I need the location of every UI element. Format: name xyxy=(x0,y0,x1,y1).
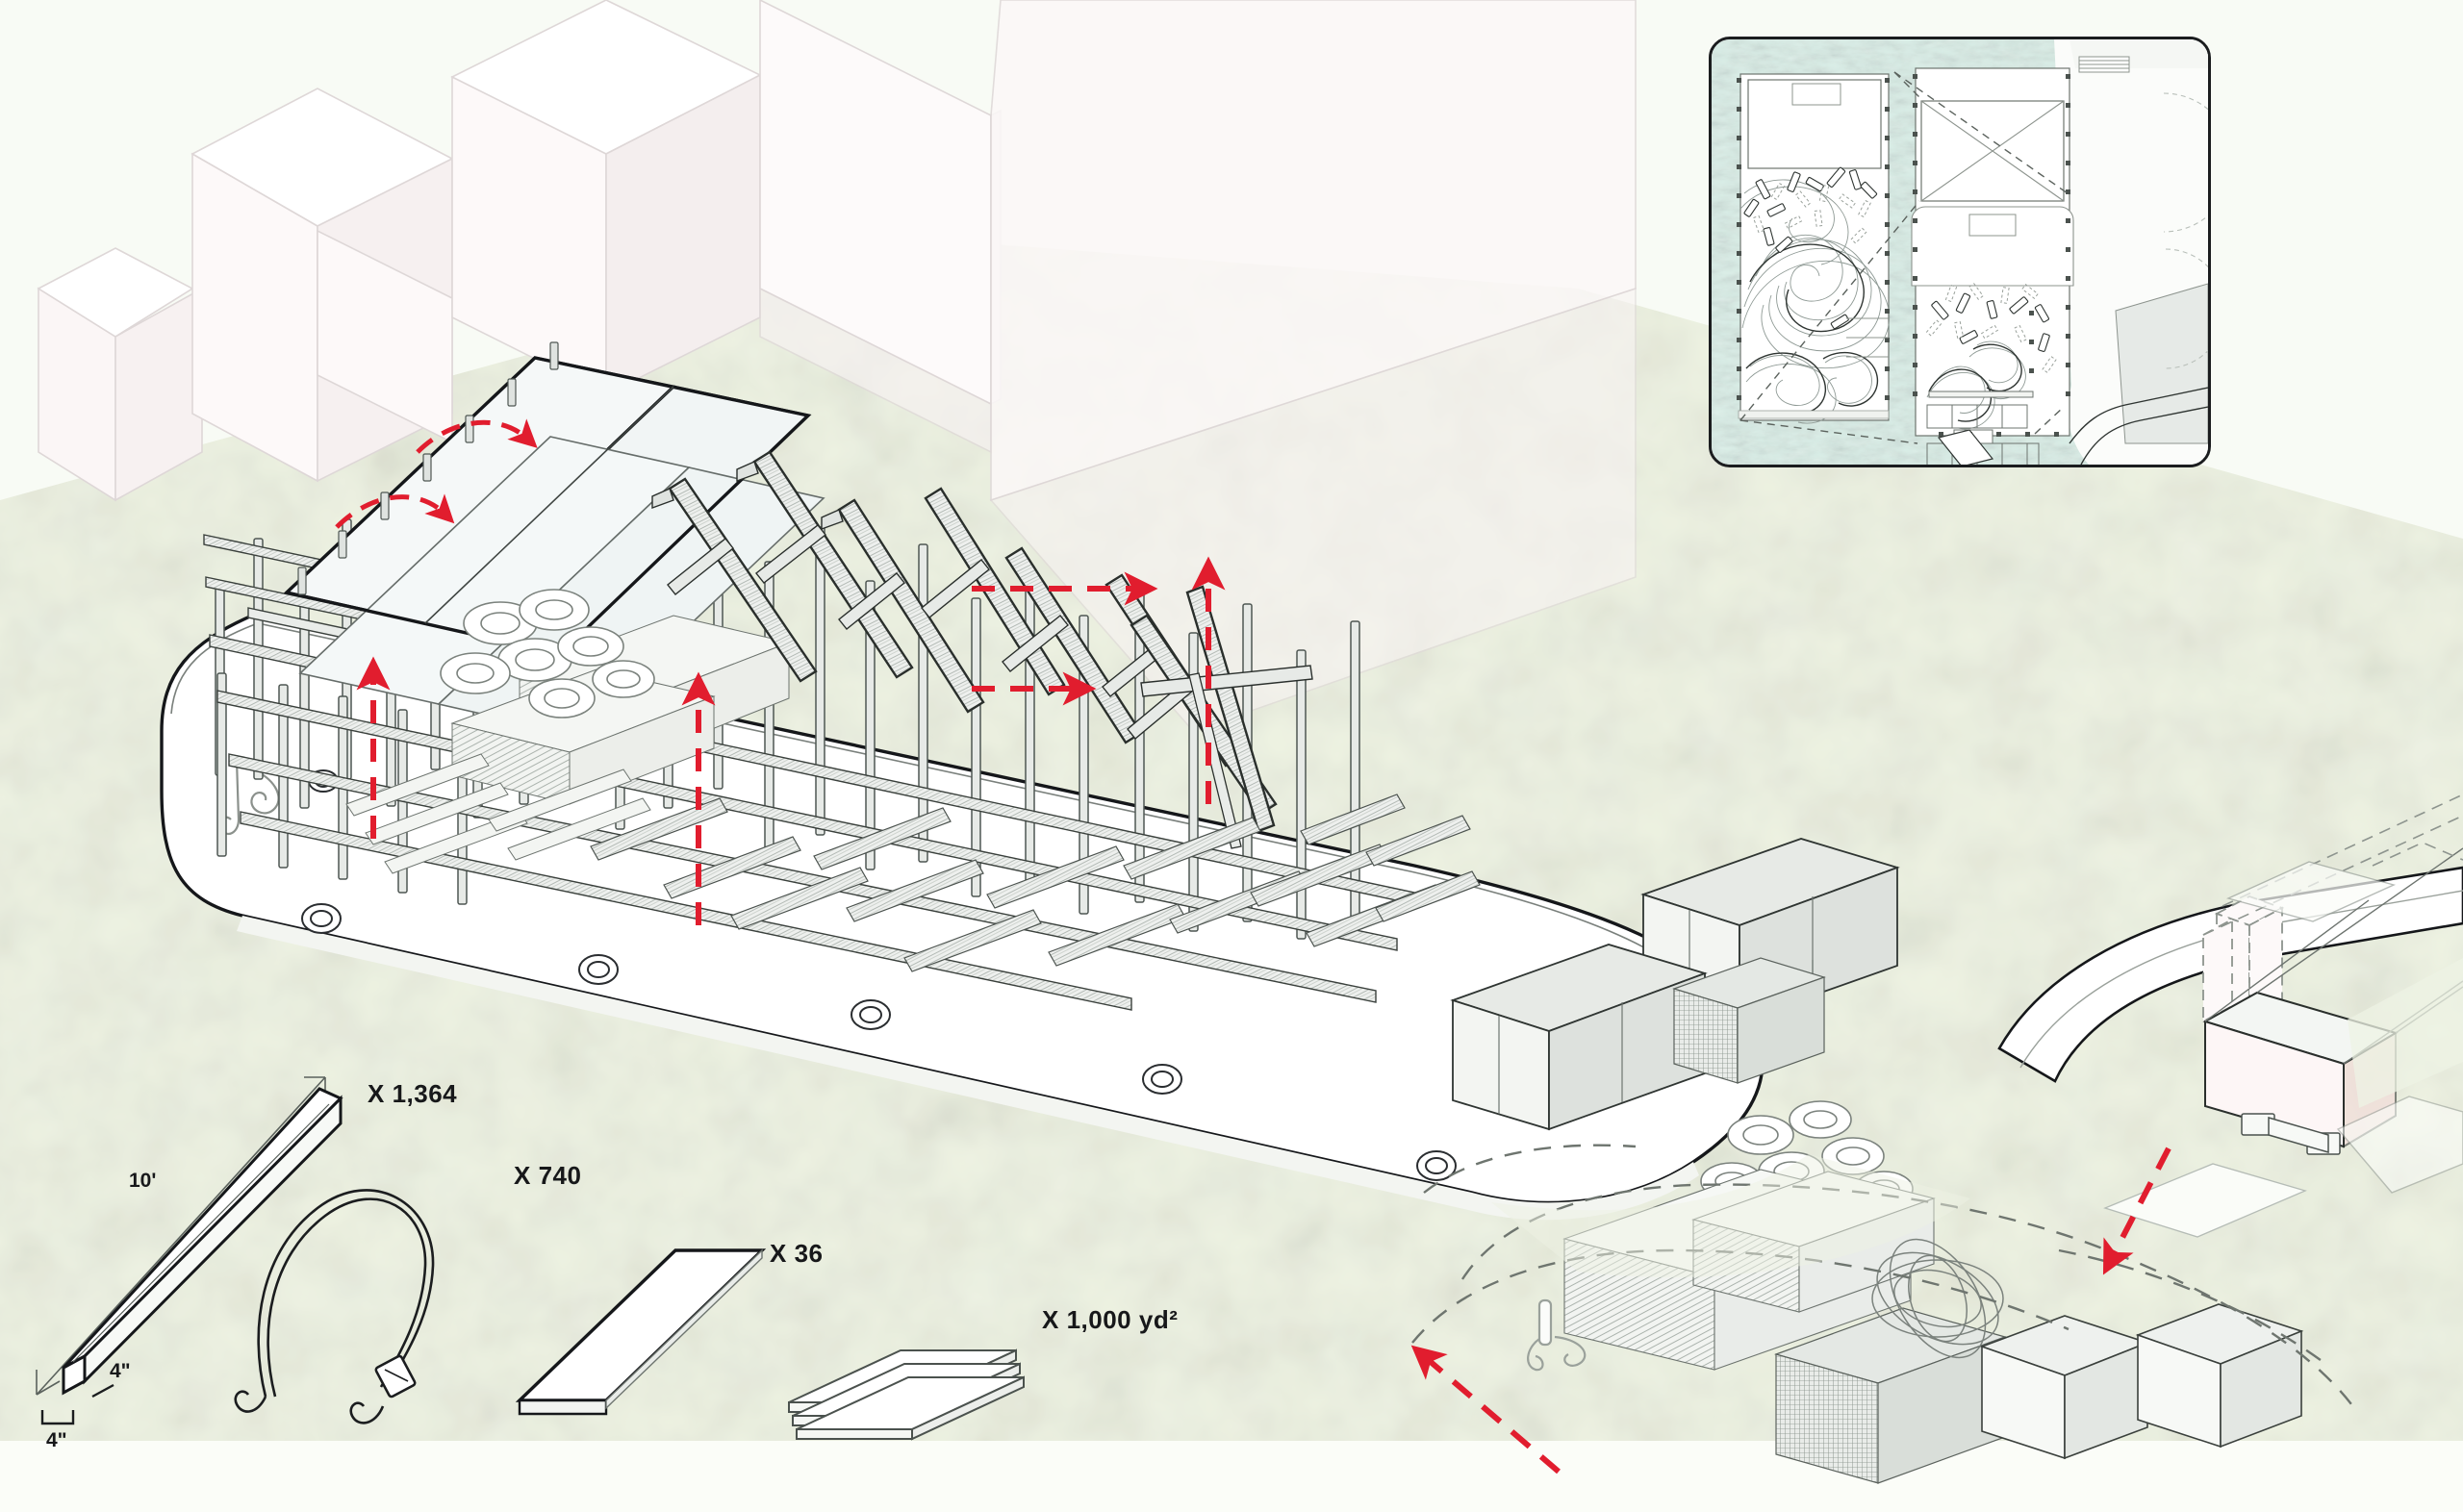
crate-unit-b xyxy=(2135,1303,2304,1449)
crate-unit-a xyxy=(1979,1315,2150,1460)
cable-coil-quay xyxy=(1871,1238,2004,1359)
deck-plank-fan xyxy=(345,753,651,874)
plan-barge-left xyxy=(1737,73,1891,424)
rope-coil-cluster-deck xyxy=(440,589,655,718)
legend-timber-member xyxy=(36,1076,343,1425)
delivery-truck xyxy=(2202,794,2463,1155)
legend-bungee-count: X 740 xyxy=(514,1161,582,1190)
motion-arrow-layer xyxy=(335,418,2171,1474)
site-plan-canvas xyxy=(1712,39,2208,465)
legend-fabric-count: X 1,000 yd² xyxy=(1042,1305,1179,1334)
site-plan-inset xyxy=(1709,37,2211,467)
timber-bundle-deck xyxy=(1672,957,1826,1084)
canopy-unfold-right-arrow xyxy=(416,418,538,454)
barge-shadow xyxy=(1491,1154,1970,1278)
legend-timber-count: X 1,364 xyxy=(368,1079,458,1108)
legend-timber-length: 10' xyxy=(129,1170,157,1192)
plan-barge-right xyxy=(1911,67,2074,465)
delivery-route-arrow xyxy=(1410,1345,1561,1474)
background-buildings xyxy=(37,0,1637,732)
quay-mooring-cleat xyxy=(1527,1298,1587,1372)
hull-cleat-rings xyxy=(301,769,1457,1181)
legend-timber-depth: 4" xyxy=(46,1429,67,1451)
legend-panel-count: X 36 xyxy=(770,1239,824,1268)
canopy-unfold-left-arrow xyxy=(335,493,455,529)
legend-fabric-sheet xyxy=(788,1348,1025,1441)
legend-parts xyxy=(36,1076,1025,1441)
legend-timber-width: 4" xyxy=(110,1360,131,1382)
truck-unload-arrow xyxy=(2102,1147,2171,1275)
canopy-clip-array xyxy=(297,341,559,595)
legend-bungee-strap xyxy=(234,1189,435,1424)
far-structure-ghost xyxy=(2225,861,2463,1194)
legend-deck-panel xyxy=(515,1248,767,1416)
container-unit-front xyxy=(1450,944,1708,1131)
